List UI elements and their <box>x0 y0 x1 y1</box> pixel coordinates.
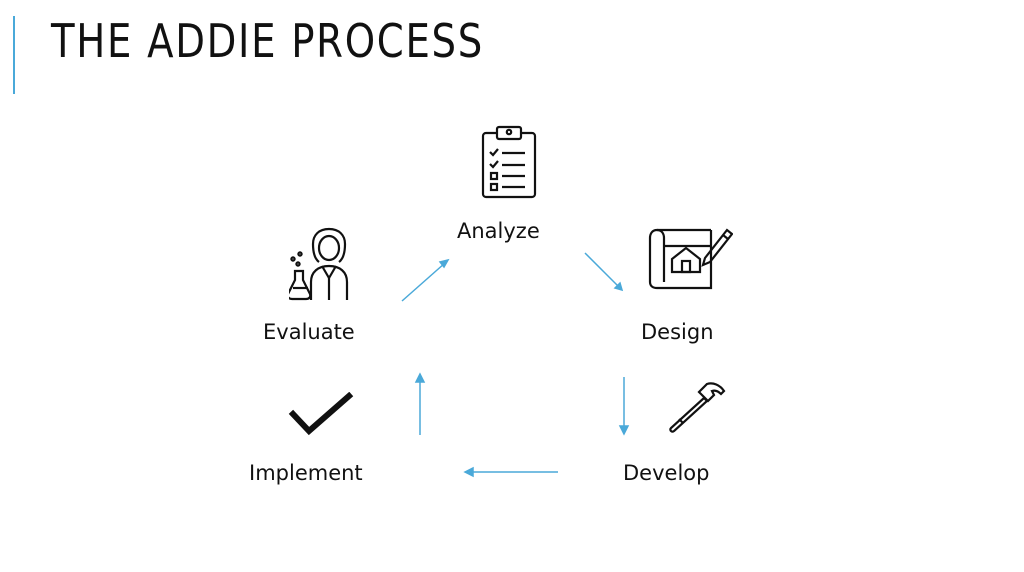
arrow-analyze-to-design <box>584 252 624 292</box>
arrow-develop-to-implement <box>463 466 558 478</box>
stage-label-develop: Develop <box>623 461 710 485</box>
arrow-design-to-develop <box>618 377 630 436</box>
hammer-icon <box>669 382 726 433</box>
stage-label-design: Design <box>641 320 714 344</box>
stage-label-implement: Implement <box>249 461 363 485</box>
arrow-implement-to-evaluate <box>414 372 426 435</box>
checkmark-icon <box>288 392 354 436</box>
slide-title: THE ADDIE PROCESS <box>51 14 484 68</box>
scientist-icon <box>289 227 349 301</box>
stage-label-analyze: Analyze <box>457 219 540 243</box>
clipboard-checklist-icon <box>481 125 537 199</box>
title-accent-bar <box>13 16 15 94</box>
blueprint-house-icon <box>648 228 733 290</box>
arrow-evaluate-to-analyze <box>401 258 450 302</box>
stage-label-evaluate: Evaluate <box>263 320 355 344</box>
